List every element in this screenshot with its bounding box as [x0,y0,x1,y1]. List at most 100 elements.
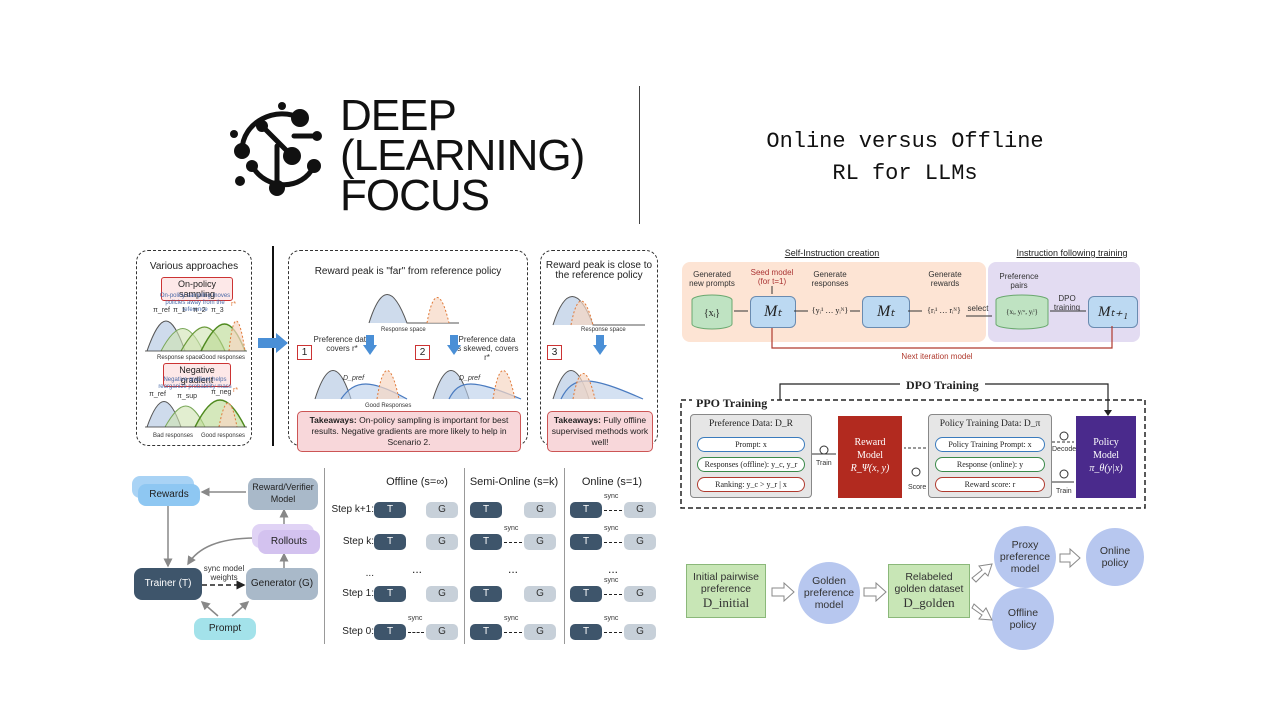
grid-line-left [324,468,325,644]
sync-arrow [604,632,622,633]
initial-pref-box: Initial pairwise preference D_initial [686,564,766,618]
generator-chip: G [524,534,556,550]
pref-row-prompt: Prompt: x [697,437,805,452]
approaches-title: Various approaches [149,261,239,272]
generator-chip: G [524,624,556,640]
panel-d: Self-Instruction creation Instruction fo… [682,244,1142,366]
pref-data-2: Preference data is skewed, covers r* [455,335,519,362]
sync-label: sync [604,525,619,532]
arrow-right-icon [258,333,288,353]
close-peak-top-curve [552,296,645,326]
dpo-training-label: DPO training [1053,294,1081,312]
generator-chip: G [624,586,656,602]
pi-ref-label: π_ref [153,307,170,314]
logo-network-icon [230,102,322,196]
panel-f-arrows [771,547,1081,621]
header-divider [639,86,640,224]
pref-row-responses: Responses (offline): y_c, y_r [697,457,805,472]
section-self-instruction: Self-Instruction creation [784,248,880,258]
arrow-down-icon [363,335,377,355]
seed-model-label: Seed model (for t=1) [750,268,794,286]
far-peak-top-curve [368,294,459,324]
pi-2-label: π_2 [193,307,206,314]
sync-arrow [604,594,622,595]
grid-line-2 [564,468,565,644]
panel-c: Offline (s=∞) Semi-Online (s=k) Online (… [324,468,664,648]
step-label: Step k+1: [331,504,374,515]
generator-chip: G [624,534,656,550]
takeaway-2-bold: Takeaways: [309,415,357,425]
approaches-box: Various approaches On-policy sampling On… [136,250,252,446]
self-instruction-bg [682,262,986,342]
model-mt-1: Mₜ [750,296,796,328]
logo-line-2: (LEARNING) [340,131,585,180]
response-set: {yᵢ¹ … yᵢᴺ} [811,306,849,315]
neggrad-label: Negative gradient [163,363,231,387]
pi-sup-label: π_sup [177,393,198,400]
gen-responses-label: Generate responses [811,270,849,288]
policy-model-line-2: Model [1092,450,1120,461]
generator-chip: G [426,534,458,550]
dpo-training-title: DPO Training [900,378,985,393]
policy-model-line-3: π_θ(y|x) [1089,463,1123,474]
golden-pref-model: Golden preference model [798,562,860,624]
title-line-1: Online versus Offline [766,129,1044,154]
close-peak-title: Reward peak is close to the reference po… [545,260,653,281]
section-instruction-training: Instruction following training [1016,248,1128,258]
model-mt-2: Mₜ [862,296,910,328]
ellipsis: ... [508,562,519,576]
initial-line-3: D_initial [702,595,750,610]
prompt-node: Prompt [194,618,256,640]
sync-label: sync [604,577,619,584]
step-label: Step k: [342,536,374,547]
rewards-node: Rewards [138,484,200,506]
sync-arrow [504,542,522,543]
trainer-chip: T [470,586,502,602]
grid-line-1 [464,468,465,644]
logo-wordmark: DEEP (LEARNING) FOCUS [340,94,585,218]
trainer-chip: T [470,502,502,518]
sync-arrow [604,542,622,543]
neggrad-curves [145,399,247,428]
pref-row-ranking: Ranking: y_c > y_r | x [697,477,805,492]
gen-rewards-label: Generate rewards [928,270,962,288]
pi-3-label: π_3 [211,307,224,314]
scenario-1-curves [314,370,408,400]
generator-chip: G [624,624,656,640]
good-responses-label: Good responses [201,355,246,361]
prompts-set: {xᵢ} [703,308,721,319]
panel-d-arrows [734,286,1113,349]
panel-f: Initial pairwise preference D_initial Go… [684,526,1146,650]
trainer-chip: T [570,586,602,602]
generator-chip: G [524,586,556,602]
r-star-label: r* [231,301,237,308]
pi-ref-label-2: π_ref [149,391,166,398]
sync-label: sync [604,493,619,500]
sync-label: sync [604,615,619,622]
onpolicy-curves [145,320,247,352]
policy-row-prompt: Policy Training Prompt: x [935,437,1045,452]
trainer-chip: T [470,534,502,550]
takeaway-3-bold: Takeaways: [553,415,601,425]
initial-line-2: preference [700,583,752,595]
onpolicy-desc: On-policy sampling moves policies away f… [159,293,231,313]
arrow-down-icon [593,335,607,355]
relabeled-line-3: D_golden [903,595,955,610]
pi-1-label: π_1 [173,307,186,314]
database-icon [691,294,733,330]
generator-chip: G [426,586,458,602]
title-line-2: RL for LLMs [832,161,978,186]
scenario-1-badge: 1 [297,345,312,360]
generator-chip: G [426,624,458,640]
sync-weights-label: sync model weights [203,564,245,582]
sync-label: sync [504,525,519,532]
panel-a: Various approaches On-policy sampling On… [136,246,658,452]
pair-set: {xᵢ, yᵢʷ, yᵢˡ} [1006,308,1038,316]
col-header-semi: Semi-Online (s=k) [469,476,559,488]
trainer-chip: T [570,534,602,550]
takeaway-2: Takeaways: On-policy sampling is importa… [297,411,521,452]
ellipsis: ... [608,562,619,576]
panel-b-arrows [163,487,289,617]
takeaway-2-text: On-policy sampling is important for best… [311,415,509,447]
database-icon [995,294,1049,330]
